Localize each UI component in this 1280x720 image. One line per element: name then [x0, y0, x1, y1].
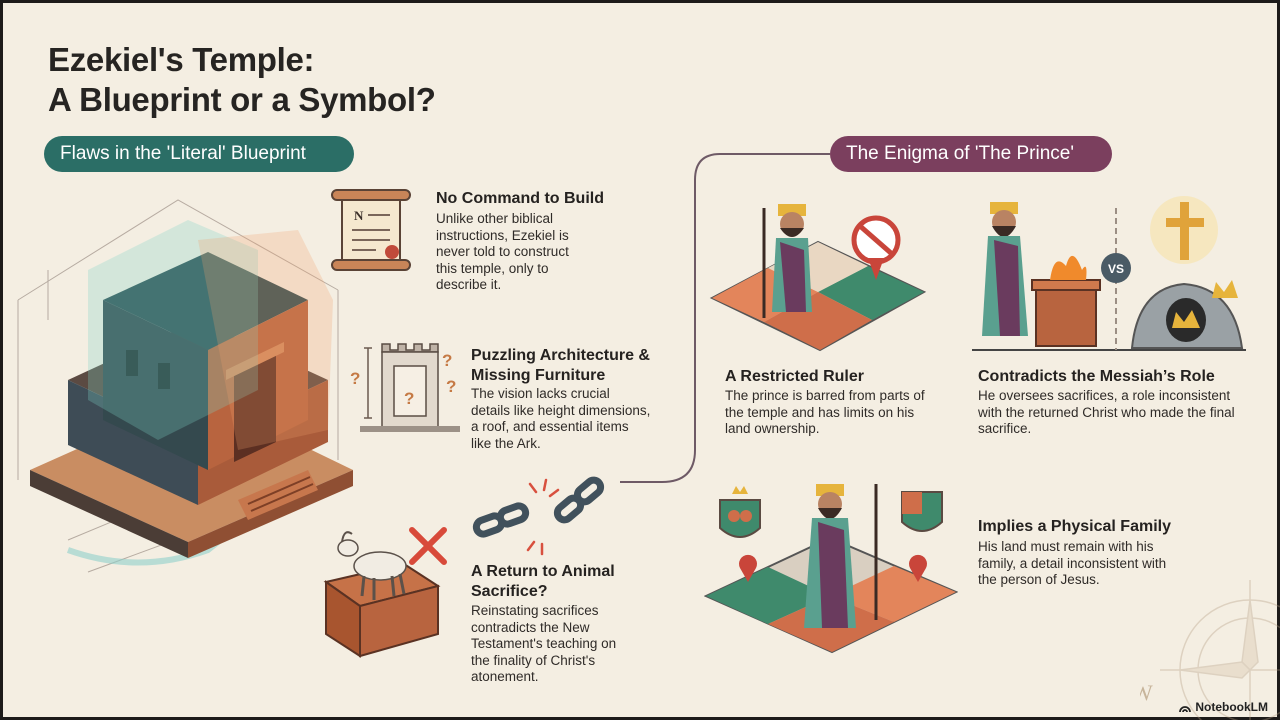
section-heading-prince: The Enigma of 'The Prince': [830, 136, 1112, 172]
notebooklm-logo-icon: [1179, 706, 1192, 713]
scroll-initial: N: [354, 208, 364, 223]
title-line-2: A Blueprint or a Symbol?: [48, 81, 436, 118]
vs-label: VS: [1108, 262, 1124, 276]
item-title-restricted-ruler: A Restricted Ruler: [725, 368, 864, 385]
broken-chain-icon: [472, 476, 605, 556]
item-text-animal-sacrifice: Reinstating sacrifices contradicts the N…: [471, 603, 617, 684]
branding-label: NotebookLM: [1195, 700, 1268, 714]
item-text-physical-family: His land must remain with his family, a …: [978, 539, 1167, 587]
compass-w-label: W: [1140, 680, 1153, 705]
item-title-animal-sacrifice: A Return to Animal Sacrifice?: [471, 563, 615, 600]
scroll-icon: N: [331, 189, 411, 271]
item-title-puzzling-architecture: Puzzling Architecture & Missing Furnitur…: [471, 347, 650, 384]
prince-vs-christ-illustration: VS: [972, 196, 1246, 351]
item-text-no-command: Unlike other biblical instructions, Ezek…: [436, 211, 569, 292]
svg-text:?: ?: [442, 351, 452, 370]
svg-text:?: ?: [350, 369, 360, 388]
svg-text:?: ?: [446, 377, 456, 396]
title-line-1: Ezekiel's Temple:: [48, 41, 315, 78]
restricted-ruler-illustration: [709, 204, 927, 352]
temple-illustration: [17, 199, 353, 573]
physical-family-illustration: [704, 484, 958, 654]
section-heading-literal-flaws: Flaws in the 'Literal' Blueprint: [44, 136, 354, 172]
notebooklm-branding: NotebookLM: [1179, 700, 1268, 714]
item-text-puzzling-architecture: The vision lacks crucial details like he…: [471, 386, 651, 451]
gate-architecture-icon: ????: [350, 343, 460, 432]
item-title-physical-family: Implies a Physical Family: [978, 518, 1171, 535]
page-title: Ezekiel's Temple: A Blueprint or a Symbo…: [48, 40, 436, 120]
compass-rose-decoration: W: [1140, 580, 1280, 720]
item-title-messiah-role: Contradicts the Messiah’s Role: [978, 368, 1215, 385]
item-text-messiah-role: He oversees sacrifices, a role inconsist…: [978, 388, 1235, 436]
svg-text:?: ?: [404, 389, 414, 408]
item-title-no-command: No Command to Build: [436, 190, 604, 207]
item-text-restricted-ruler: The prince is barred from parts of the t…: [725, 388, 925, 436]
connector-line: [620, 153, 830, 483]
altar-goat-icon: [323, 527, 447, 658]
